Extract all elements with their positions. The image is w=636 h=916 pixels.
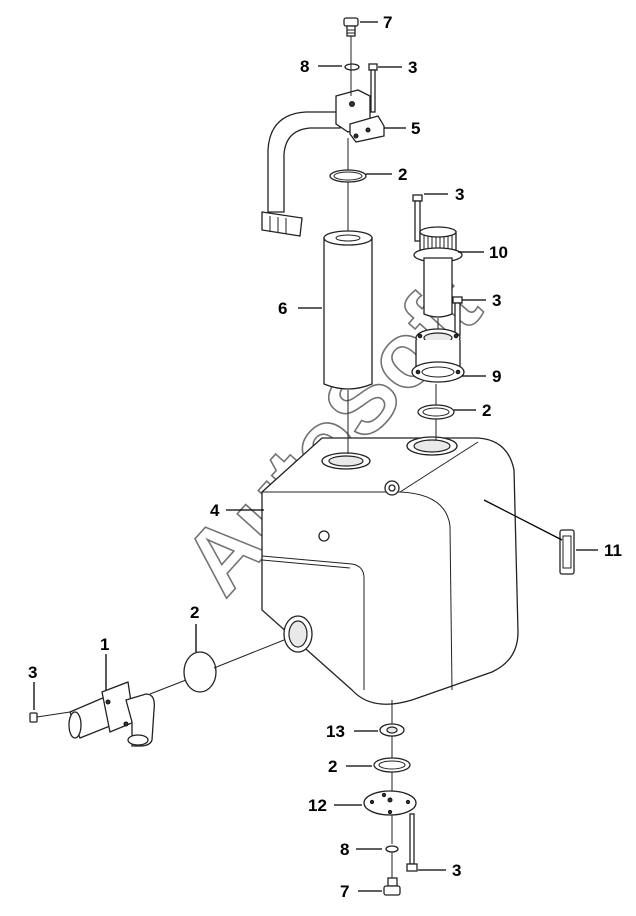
callout-5: 5 [411, 119, 420, 138]
callout-9: 9 [492, 367, 501, 386]
mid-screw [452, 296, 463, 336]
callout-3-left: 3 [28, 663, 37, 682]
filter-element [323, 230, 373, 390]
callout-7-bottom: 7 [340, 882, 349, 901]
callout-8-bottom: 8 [340, 840, 349, 859]
callout-6: 6 [278, 299, 287, 318]
sight-gauge [559, 529, 575, 575]
bottom-screw [406, 813, 418, 872]
bottom-drain-plug [383, 877, 401, 896]
drain-bushing [379, 723, 405, 737]
bottom-washer [385, 845, 399, 853]
callout-2-left: 2 [190, 603, 199, 622]
callout-2-lower: 2 [328, 757, 337, 776]
callout-12: 12 [308, 796, 327, 815]
breather-pipe-assembly [261, 89, 385, 237]
left-o-ring [183, 651, 217, 693]
filler-cap-strainer [413, 226, 463, 318]
suction-elbow-fitting [68, 681, 155, 747]
callout-4: 4 [210, 501, 220, 520]
top-screw [368, 63, 378, 113]
callout-8-top: 8 [300, 57, 309, 76]
callout-11: 11 [604, 541, 622, 560]
callout-3-top: 3 [408, 58, 417, 77]
callout-2-mid: 2 [482, 401, 491, 420]
top-washer [344, 63, 360, 71]
drain-cover-plate [363, 790, 417, 816]
left-screw [29, 711, 71, 723]
callouts: 7 8 3 5 2 3 10 6 3 9 2 4 11 2 1 3 13 2 1… [28, 13, 622, 901]
callout-7-top: 7 [383, 13, 392, 32]
upper-right-screw [412, 194, 423, 242]
callout-1: 1 [100, 635, 109, 654]
callout-10: 10 [489, 243, 508, 262]
callout-3-bottom: 3 [452, 861, 461, 880]
callout-13: 13 [326, 722, 345, 741]
tank [261, 436, 519, 705]
callout-3-upper: 3 [455, 185, 464, 204]
callout-2-upper: 2 [398, 165, 407, 184]
leader-lines [33, 21, 598, 892]
filler-flange [411, 328, 465, 383]
top-plug [343, 17, 359, 37]
callout-3-mid: 3 [492, 291, 501, 310]
